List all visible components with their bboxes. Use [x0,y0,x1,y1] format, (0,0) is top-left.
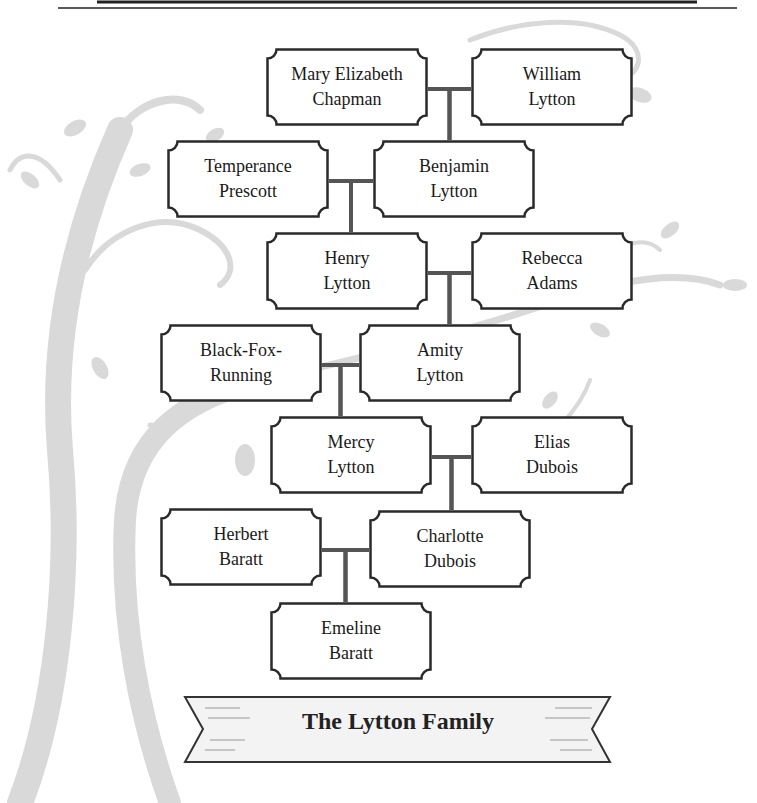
person-name: Elias Dubois [526,430,578,480]
person-box: Benjamin Lytton [373,140,535,218]
person-box: Emeline Baratt [270,602,432,680]
box-outline [373,140,535,218]
family-line [329,181,351,232]
person-name: Amity Lytton [417,338,464,388]
person-box: Elias Dubois [471,416,633,494]
box-outline [471,48,633,126]
box-outline [266,232,428,310]
person-name: Emeline Baratt [321,616,381,666]
person-box: Amity Lytton [359,324,521,402]
box-outline [471,416,633,494]
person-box: Mary Elizabeth Chapman [266,48,428,126]
person-name: Henry Lytton [323,246,370,296]
box-outline [266,48,428,126]
family-line [341,365,360,416]
box-outline [167,140,329,218]
rule-line [58,7,737,9]
person-name: Rebecca Adams [522,246,583,296]
family-line [346,550,370,602]
person-name: Black-Fox-Running [193,338,289,388]
family-line [432,457,452,510]
family-line [452,457,472,510]
person-box: Temperance Prescott [167,140,329,218]
box-outline [270,602,432,680]
person-name: Herbert Baratt [214,522,269,572]
title-banner [185,697,610,762]
person-box: Henry Lytton [266,232,428,310]
person-name: Mary Elizabeth Chapman [281,62,413,112]
person-box: Herbert Baratt [160,508,322,586]
box-outline [160,324,322,402]
rule-line [97,1,697,4]
family-line [351,181,373,232]
person-name: Benjamin Lytton [419,154,489,204]
box-outline [160,508,322,586]
person-name: Temperance Prescott [204,154,292,204]
tree-branches [10,22,720,803]
person-name: Mercy Lytton [328,430,375,480]
box-outline [359,324,521,402]
box-outline [270,416,432,494]
title-text: The Lytton Family [185,708,611,735]
family-line [322,550,346,602]
box-outline [369,510,531,588]
family-line [322,365,341,416]
family-line [450,89,472,140]
family-line [450,273,472,324]
person-box: Rebecca Adams [471,232,633,310]
person-box: William Lytton [471,48,633,126]
person-name: Charlotte Dubois [417,524,484,574]
family-line [428,89,450,140]
family-line [428,273,450,324]
person-name: William Lytton [523,62,581,112]
person-box: Charlotte Dubois [369,510,531,588]
person-box: Mercy Lytton [270,416,432,494]
person-box: Black-Fox-Running [160,324,322,402]
box-outline [471,232,633,310]
